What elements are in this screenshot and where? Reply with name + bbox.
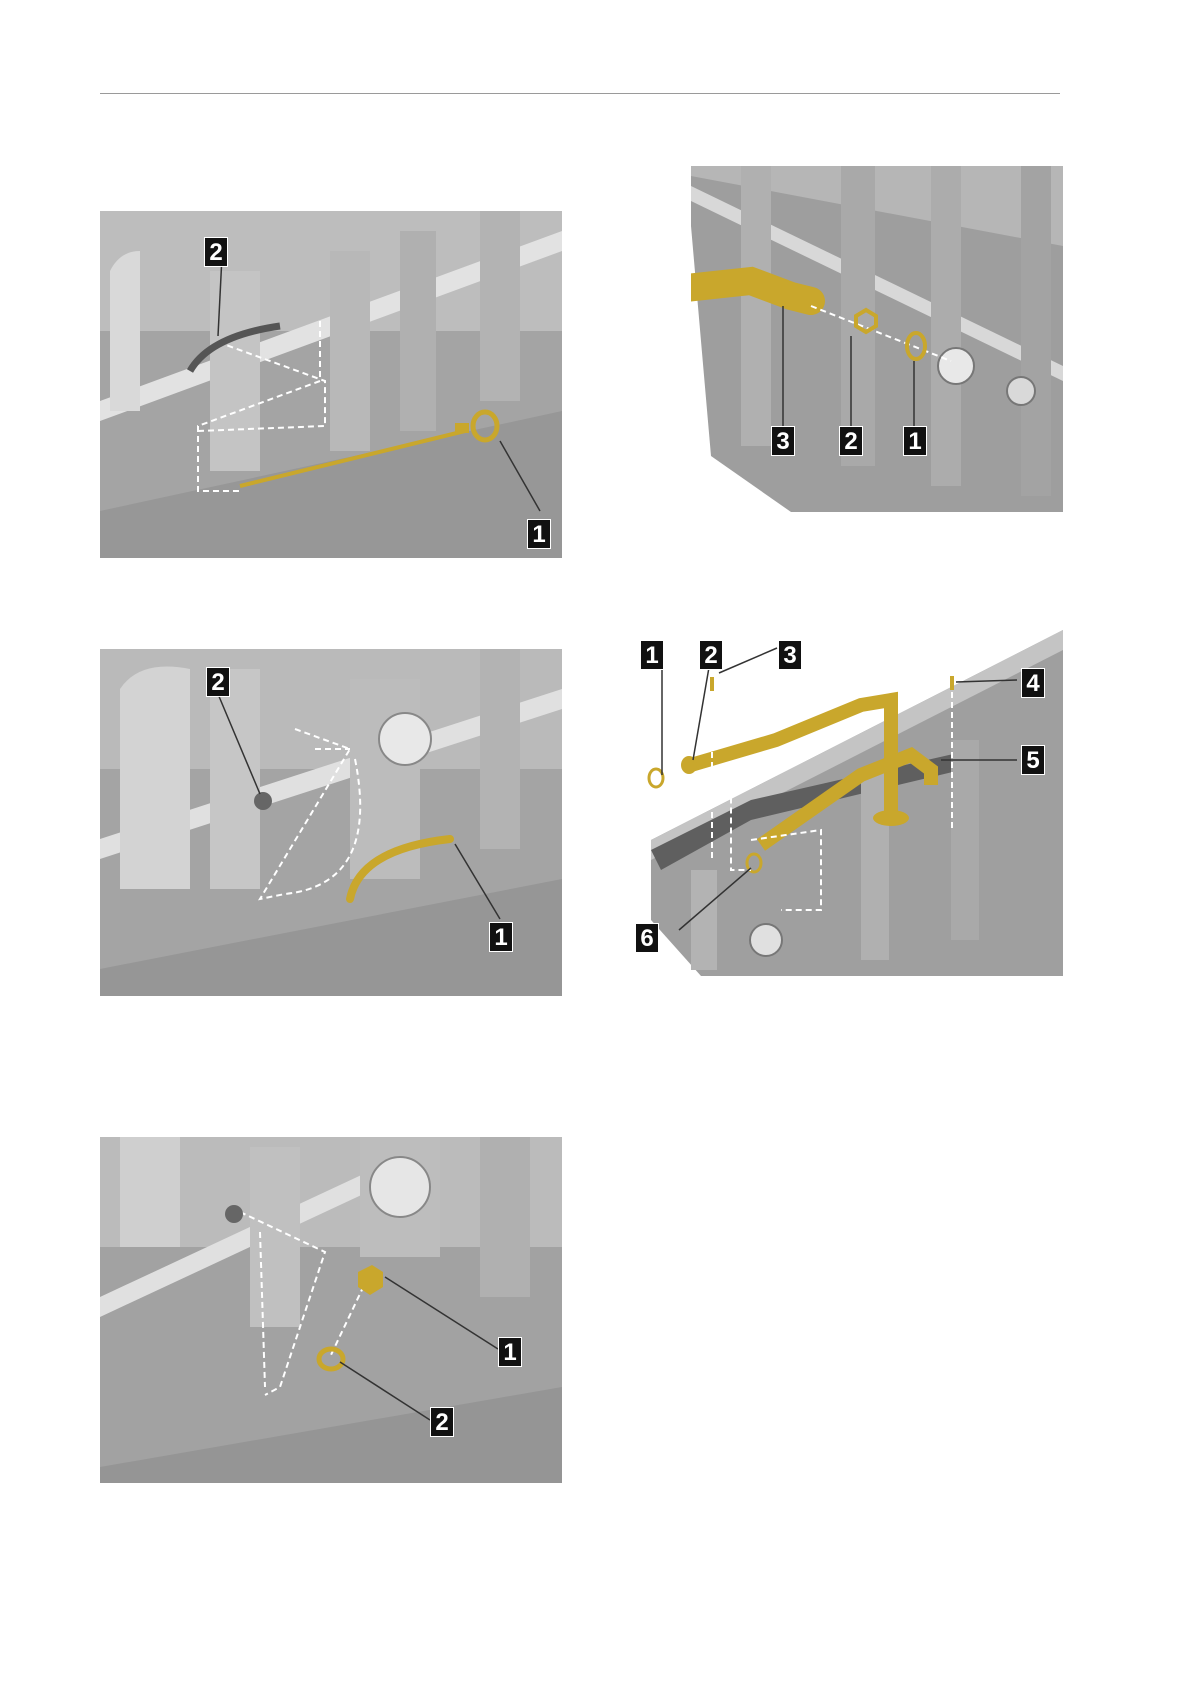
callout-label: 3 [778,640,802,670]
figure-dipstick-tube: 2 1 [100,649,562,996]
oil-pan-illustration [691,166,1063,512]
callout-label: 1 [903,426,927,456]
figure-oil-pipes: 1 2 3 4 5 6 [631,630,1063,976]
callout-label: 2 [839,426,863,456]
callout-label: 2 [699,640,723,670]
callout-label: 1 [527,519,551,549]
callout-label: 3 [771,426,795,456]
callout-label: 2 [204,237,228,267]
callout-label: 2 [430,1407,454,1437]
callout-label: 1 [640,640,664,670]
callout-label: 5 [1021,745,1045,775]
figure-fitting-seal: 1 2 [100,1137,562,1483]
oil-pan-illustration [100,1137,562,1483]
callout-label: 6 [635,923,659,953]
oil-pan-illustration [100,211,562,558]
figure-filler-tube: 3 2 1 [691,166,1063,512]
oil-pan-illustration [631,630,1063,976]
callout-label: 2 [206,667,230,697]
callout-label: 1 [489,922,513,952]
header-rule [100,93,1060,94]
callout-label: 1 [498,1337,522,1367]
callout-label: 4 [1021,668,1045,698]
figure-dipstick-removal: 2 1 [100,211,562,558]
